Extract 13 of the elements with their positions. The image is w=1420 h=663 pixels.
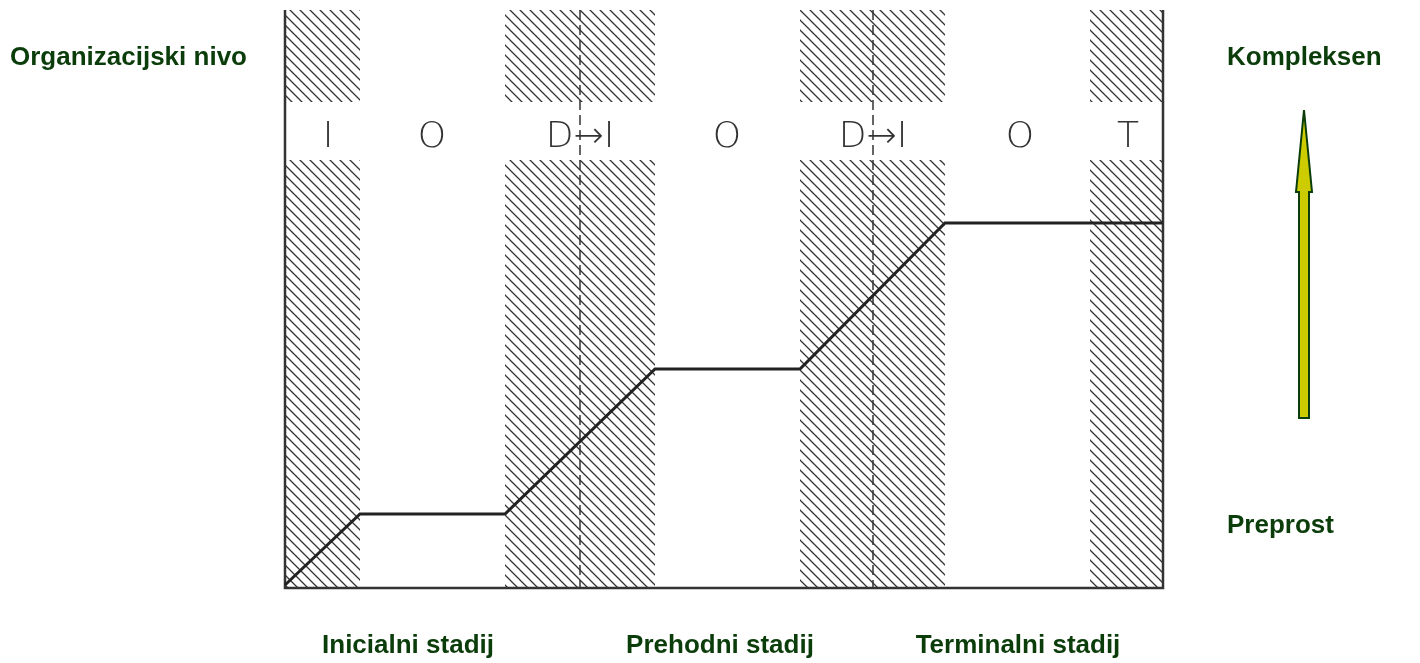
- stage-letter: I: [322, 117, 334, 153]
- scale-label: Preprost: [1227, 508, 1334, 541]
- stage-letter: O: [417, 117, 447, 153]
- stage-letter: T: [1117, 117, 1139, 153]
- stage-label: Terminalni stadij: [915, 628, 1121, 661]
- stage-transition-label: D→I: [545, 117, 615, 153]
- scale-label: Kompleksen: [1227, 40, 1382, 73]
- stage-transition-label: D→I: [838, 117, 908, 153]
- axis-title: Organizacijski nivo: [10, 40, 248, 73]
- stage-label: Prehodni stadij: [626, 628, 814, 661]
- stage-letter: O: [712, 117, 742, 153]
- stage-label: Inicialni stadij: [322, 628, 494, 661]
- stage-letter: O: [1005, 117, 1035, 153]
